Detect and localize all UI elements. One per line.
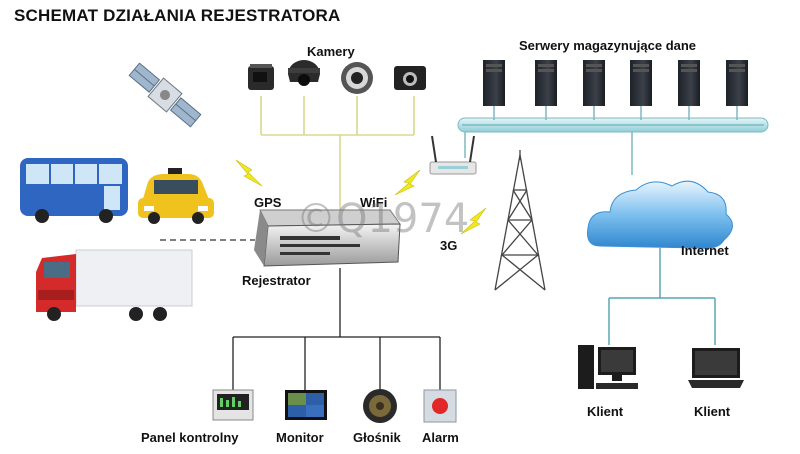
alarm-label: Alarm [422,430,459,445]
control-panel-icon [212,389,254,421]
server-icon [726,60,748,106]
server-icon [630,60,652,106]
client-network-lines [608,248,716,345]
camera-icon [394,66,426,90]
desktop-computer-icon [578,345,638,389]
wifi-label: WiFi [360,195,388,210]
3g-label: 3G [440,238,458,253]
client-label: Klient [587,404,624,419]
gps-label: GPS [254,195,282,210]
dvr-recorder-icon [254,209,401,267]
peripheral-bus-lines [232,268,441,390]
cloud-icon [587,180,733,249]
router-icon [429,135,477,175]
lightning-icon [235,159,263,187]
truck-icon [36,249,193,321]
server-icon [535,60,557,106]
monitor-label: Monitor [276,430,324,445]
server-network-bus [457,105,769,175]
server-icon [483,60,505,106]
client-label: Klient [694,404,731,419]
recorder-label: Rejestrator [242,273,311,288]
servers [483,60,748,106]
watermark: ©Q1974 [296,196,470,242]
internet-label: Internet [681,243,729,258]
speaker-label: Głośnik [353,430,401,445]
speaker-icon [363,389,397,423]
lightning-icon [394,169,421,196]
camera-icon [341,62,373,94]
page-title: SCHEMAT DZIAŁANIA REJESTRATORA [14,6,341,25]
alarm-button-icon [423,389,457,423]
camera-icon [288,60,320,86]
wireless-signals [235,159,487,235]
camera-icon [248,64,274,90]
control-panel-label: Panel kontrolny [141,430,239,445]
server-icon [678,60,700,106]
cameras-label: Kamery [307,44,355,59]
taxi-icon [138,168,214,224]
bus-icon [20,158,128,223]
antenna-tower-icon [494,150,546,291]
lightning-icon [460,207,487,235]
satellite-icon [128,62,202,128]
laptop-icon [688,348,744,388]
server-icon [583,60,605,106]
servers-label: Serwery magazynujące dane [519,38,697,53]
monitor-icon [285,390,327,420]
